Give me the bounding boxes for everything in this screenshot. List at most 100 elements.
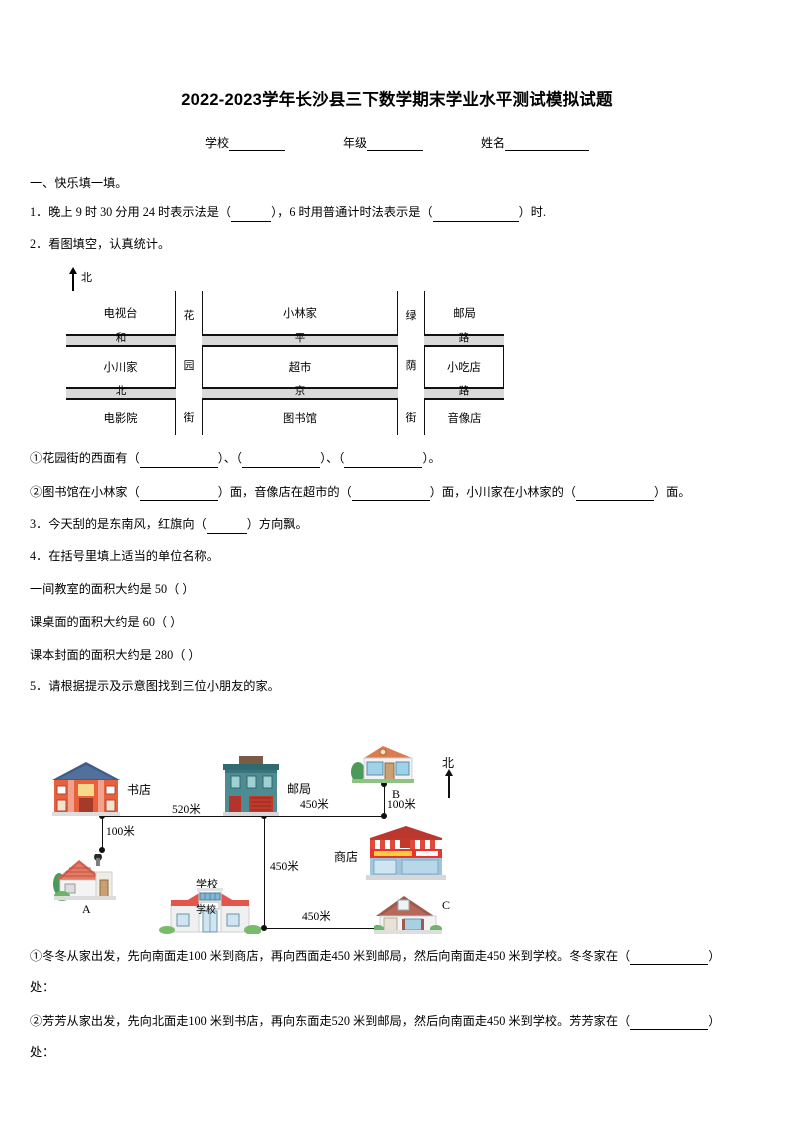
- question-1-blank-1[interactable]: [231, 209, 272, 222]
- question-5-sub-2: ②芳芳从家出发，先向北面走100 米到书店，再向东面走520 米到邮局，然后向南…: [30, 1012, 764, 1062]
- map-street-lvyinjie: 绿 荫 街: [398, 291, 424, 436]
- north-label: 北: [81, 272, 92, 285]
- map-road-hepinglu-seg3: 路: [424, 334, 504, 347]
- question-4-item-3: 课本封面的面积大约是 280（ ）: [30, 648, 201, 663]
- house-a-label: A: [82, 902, 91, 917]
- map-block-label: 电影院: [103, 412, 138, 425]
- store-label: 商店: [334, 850, 359, 865]
- question-5-sub-1: ①冬冬从家出发，先向南面走100 米到商店，再向西面走450 米到邮局，然后向南…: [30, 947, 764, 997]
- name-field-blank[interactable]: [505, 137, 590, 151]
- question-5: 5．请根据提示及示意图找到三位小朋友的家。: [30, 678, 764, 696]
- map-road-hepinglu-seg1: 和: [66, 334, 176, 347]
- node-house-b: [381, 781, 387, 788]
- question-3-text-a: 今天刮的是东南风，红旗向（: [48, 516, 207, 531]
- north-arrow-icon-q5: 北: [442, 756, 464, 806]
- segment-school-to-c: [264, 928, 377, 930]
- map-block-label: 小林家: [283, 307, 317, 320]
- street-map-grid: 电视台 小林家 邮局 和 平 路: [66, 291, 504, 436]
- north-label-q5: 北: [442, 756, 455, 771]
- section-heading: 一、快乐填一填。: [30, 176, 128, 190]
- map-block-label: 图书馆: [283, 412, 317, 425]
- student-info-row: 学校 年级 姓名: [0, 134, 794, 151]
- page-title: 2022-2023学年长沙县三下数学期末学业水平测试模拟试题: [181, 91, 613, 109]
- school-building-icon: [159, 888, 261, 935]
- question-2: 2．看图填空，认真统计。: [30, 236, 764, 254]
- north-arrow-icon: 北: [68, 267, 98, 313]
- map-block-xiaochidian: 小吃店: [424, 346, 504, 389]
- question-2-sub-2-text: ②图书馆在小林家（: [30, 484, 140, 499]
- q2-sub2-blank-2[interactable]: [351, 488, 430, 501]
- bookstore-building-icon: [52, 762, 120, 817]
- question-4: 4．在括号里填上适当的单位名称。: [30, 548, 764, 566]
- segment-bookstore-to-post: [102, 816, 264, 818]
- question-5-sub-1-text: ①冬冬从家出发，先向南面走100 米到商店，再向西面走450 米到邮局，然后向南…: [30, 949, 631, 964]
- question-2-sub-1-text: ①花园街的西面有（: [30, 451, 140, 466]
- map-block-label: 小吃店: [447, 362, 481, 375]
- street-map-figure: 北 电视台 小林家 邮局 和 平: [54, 265, 504, 436]
- node-house-a: [99, 847, 105, 854]
- question-3-blank[interactable]: [206, 521, 247, 534]
- post-office-building-icon: [223, 756, 279, 817]
- question-2-sub-2: ②图书馆在小林家（）面，音像店在超市的（）面，小川家在小林家的（）面。: [30, 483, 764, 501]
- map-street-huayuanjie: 花 园 街: [176, 291, 202, 436]
- distance-bookstore-to-post: 520米: [172, 804, 201, 817]
- distance-b-to-corner: 100米: [387, 799, 416, 812]
- question-4-item-1: 一间教室的面积大约是 50（ ）: [30, 582, 195, 597]
- question-4-text: 在括号里填上适当的单位名称。: [48, 548, 219, 563]
- map-road-hepinglu-seg2: 平: [202, 334, 398, 347]
- distance-bookstore-to-a: 100米: [106, 826, 135, 839]
- map-block-xiaochuanjia: 小川家: [66, 346, 176, 389]
- map-block-chaoshi: 超市: [202, 346, 398, 389]
- question-1-text-a: 晚上 9 时 30 分用 24 时表示法是（: [48, 205, 232, 219]
- grade-field: 年级: [343, 134, 423, 151]
- q2-sub1-blank-2[interactable]: [242, 455, 321, 468]
- distance-post-to-school: 450米: [270, 861, 299, 874]
- node-post-office: [261, 813, 267, 820]
- name-field-label: 姓名: [481, 136, 506, 150]
- map-block-dianyingyuan: 电影院: [66, 399, 176, 436]
- name-field: 姓名: [481, 134, 590, 151]
- node-school: [261, 925, 267, 932]
- question-3-number: 3．: [30, 516, 49, 531]
- school-field-blank[interactable]: [228, 137, 285, 151]
- question-5-text: 请根据提示及示意图找到三位小朋友的家。: [48, 679, 280, 694]
- question-1-text-c: ）时.: [518, 205, 546, 219]
- question-1: 1．晚上 9 时 30 分用 24 时表示法是（），6 时用普通计时法表示是（）…: [30, 204, 764, 222]
- q5-sub1-blank[interactable]: [630, 952, 709, 966]
- store-building-icon: [366, 826, 446, 881]
- distance-school-to-c: 450米: [302, 911, 331, 924]
- question-1-blank-2[interactable]: [432, 209, 519, 222]
- q2-sub2-blank-3[interactable]: [576, 488, 654, 501]
- map-block-label: 电视台: [103, 307, 138, 320]
- bookstore-label: 书店: [127, 783, 152, 798]
- house-b-label: B: [392, 787, 401, 802]
- school-field-label: 学校: [204, 136, 229, 150]
- question-3-text-b: ）方向飘。: [246, 516, 308, 531]
- house-c-icon: [374, 896, 442, 935]
- house-a-icon: [53, 854, 116, 902]
- map-block-label: 小川家: [103, 362, 138, 375]
- map-block-xiaolinjia: 小林家: [202, 291, 398, 336]
- q2-sub1-blank-3[interactable]: [344, 455, 423, 468]
- map-road-beijinglu-seg1: 北: [66, 387, 176, 400]
- q2-sub2-blank-1[interactable]: [139, 488, 218, 501]
- map-block-label: 超市: [288, 362, 312, 375]
- map-block-tushuguan: 图书馆: [202, 399, 398, 436]
- map-block-label: 音像店: [447, 412, 482, 425]
- house-b-icon: [351, 746, 414, 784]
- map-block-yinxiangdian: 音像店: [424, 399, 504, 436]
- grade-field-label: 年级: [342, 136, 367, 150]
- grade-field-blank[interactable]: [367, 137, 423, 151]
- segment-post-to-corner: [264, 816, 384, 818]
- q2-sub1-blank-1[interactable]: [139, 455, 218, 468]
- question-1-text-b: ），6 时用普通计时法表示是（: [271, 205, 433, 219]
- question-4-item-2: 课桌面的面积大约是 60（ ）: [30, 615, 183, 630]
- node-corner-store: [381, 813, 387, 820]
- q5-sub2-blank[interactable]: [630, 1017, 709, 1030]
- segment-bookstore-to-a: [102, 816, 104, 851]
- map-block-youju: 邮局: [424, 291, 504, 336]
- school-field: 学校: [205, 134, 285, 151]
- map-block-dianshitai: 电视台: [66, 291, 176, 336]
- question-3: 3．今天刮的是东南风，红旗向（ ）方向飘。: [30, 516, 764, 534]
